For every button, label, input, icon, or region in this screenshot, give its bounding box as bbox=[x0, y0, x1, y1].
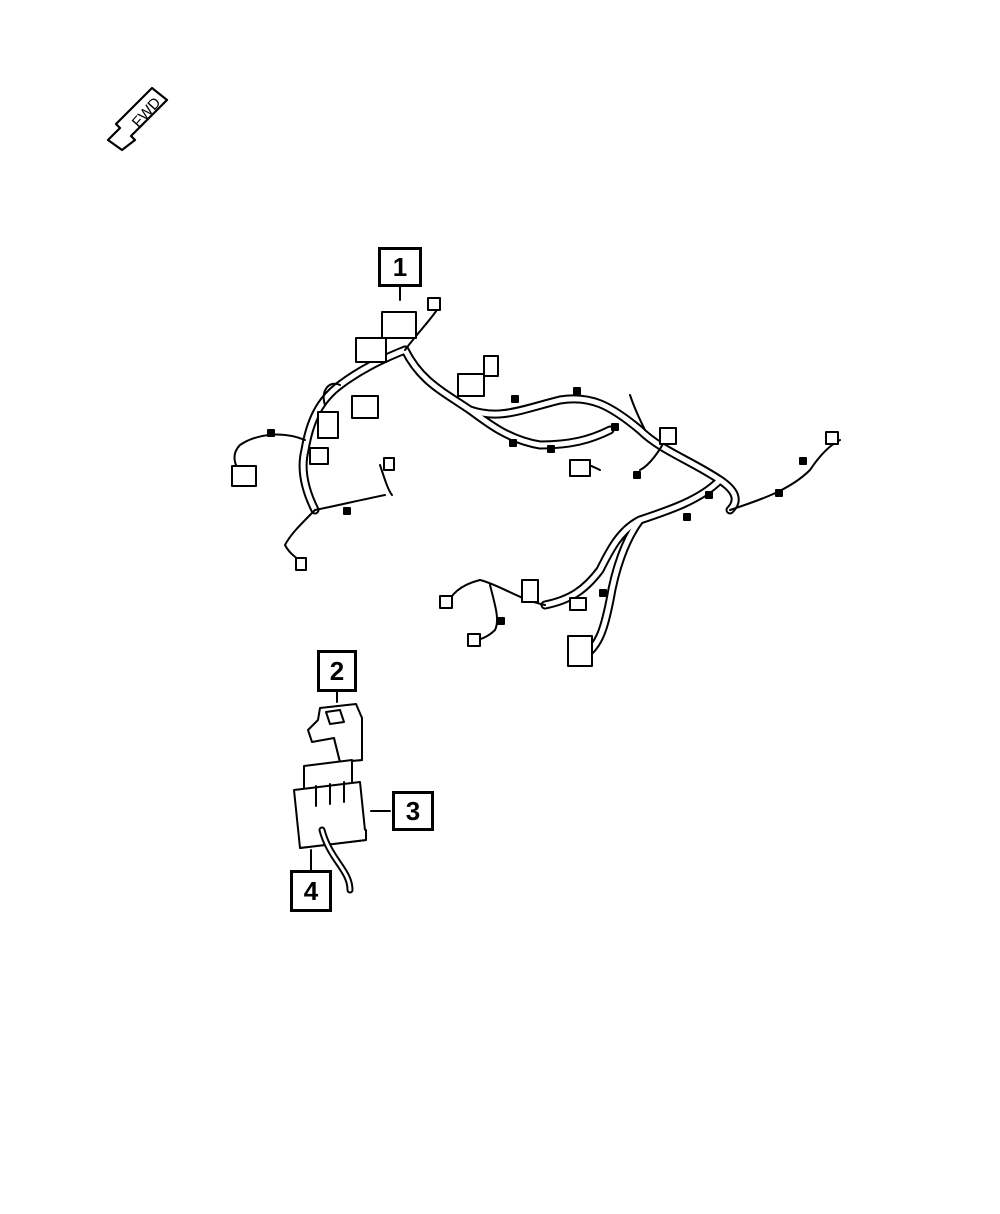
callout-2[interactable]: 2 bbox=[317, 650, 357, 692]
cover-part bbox=[307, 703, 363, 763]
forward-arrow-icon bbox=[106, 86, 169, 152]
main-wiring-harness bbox=[231, 297, 841, 667]
leader-lines bbox=[310, 286, 401, 871]
callout-4[interactable]: 4 bbox=[290, 870, 332, 912]
module-part bbox=[293, 759, 367, 894]
callout-1[interactable]: 1 bbox=[378, 247, 422, 287]
callout-3[interactable]: 3 bbox=[392, 791, 434, 831]
